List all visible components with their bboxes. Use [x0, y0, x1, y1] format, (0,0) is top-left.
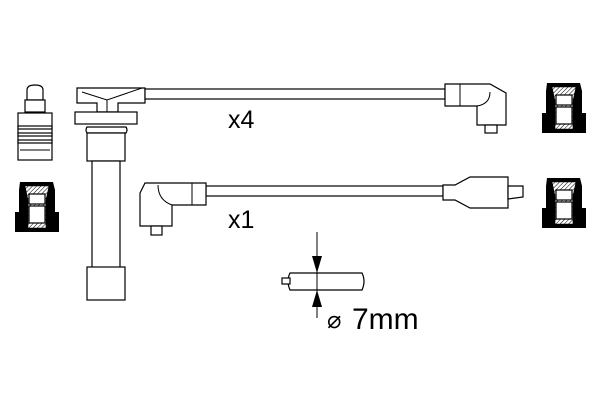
coil-connector-icon	[74, 87, 146, 301]
bottom-cable-icon	[139, 176, 524, 236]
top-cable-quantity-label: x4	[228, 106, 255, 134]
diameter-value-label: 7mm	[352, 303, 419, 336]
diameter-symbol: ⌀	[327, 307, 341, 334]
spark-plug-icon	[17, 84, 53, 161]
boot-right-top-icon	[541, 82, 587, 134]
cable-diameter-icon	[281, 232, 365, 318]
boot-left-icon	[14, 181, 60, 233]
bottom-cable-quantity-label: x1	[228, 206, 254, 234]
top-cable-icon	[144, 83, 507, 134]
boot-right-bottom-icon	[541, 177, 587, 229]
